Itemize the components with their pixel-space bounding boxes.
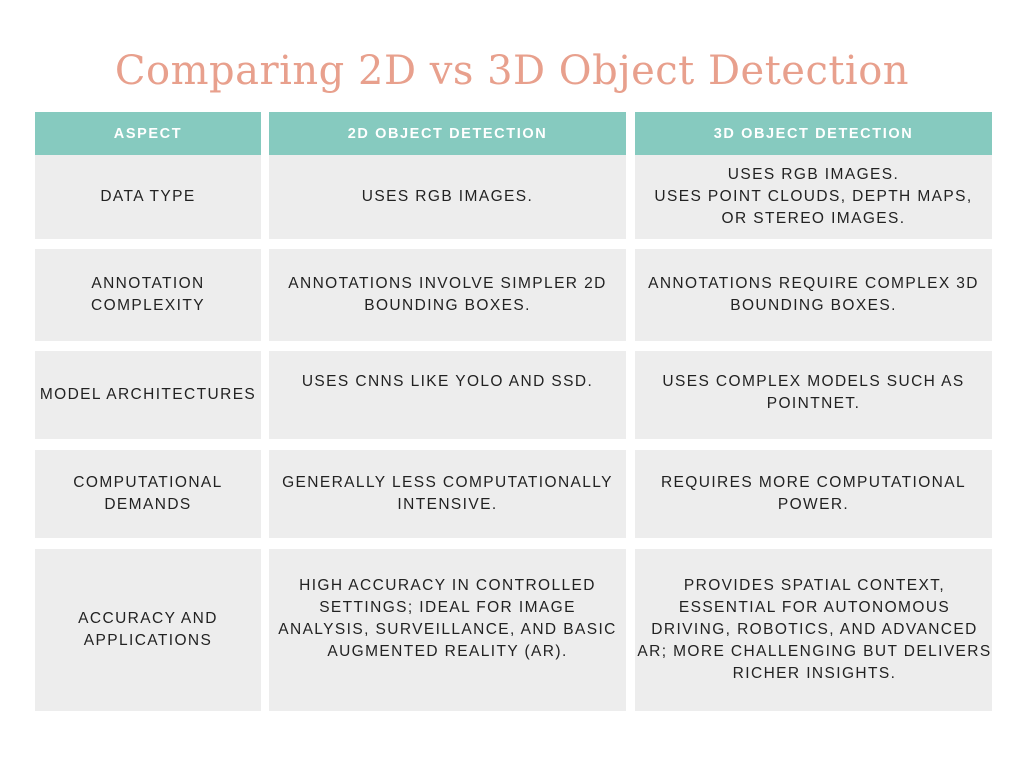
row-annotation-complexity-2d: Annotations involve simpler 2D bounding …: [269, 249, 626, 341]
row-data-type-3d: Uses RGB images. Uses point clouds, dept…: [635, 155, 992, 239]
row-annotation-complexity-3d: Annotations require complex 3D bounding …: [635, 249, 992, 341]
header-aspect: Aspect: [35, 112, 261, 155]
row-annotation-complexity-aspect: Annotation Complexity: [35, 249, 261, 341]
row-computational-demands-aspect: Computational Demands: [35, 450, 261, 538]
row-accuracy-applications-aspect: Accuracy and Applications: [35, 549, 261, 711]
row-model-architectures-3d: Uses complex models such as PointNet.: [635, 351, 992, 439]
page-title: Comparing 2D vs 3D Object Detection: [114, 48, 910, 94]
row-accuracy-applications-2d: High accuracy in controlled settings; id…: [269, 549, 626, 711]
row-model-architectures-aspect: Model Architectures: [35, 351, 261, 439]
row-data-type-aspect: Data Type: [35, 155, 261, 239]
header-2d-object-detection: 2D Object Detection: [269, 112, 626, 155]
row-computational-demands-3d: Requires more computational power.: [635, 450, 992, 538]
row-data-type-2d: Uses RGB images.: [269, 155, 626, 239]
row-computational-demands-2d: Generally less computationally intensive…: [269, 450, 626, 538]
row-model-architectures-2d: Uses CNNs like YOLO and SSD.: [269, 351, 626, 439]
header-3d-object-detection: 3D Object Detection: [635, 112, 992, 155]
row-accuracy-applications-3d: Provides spatial context, essential for …: [635, 549, 992, 711]
